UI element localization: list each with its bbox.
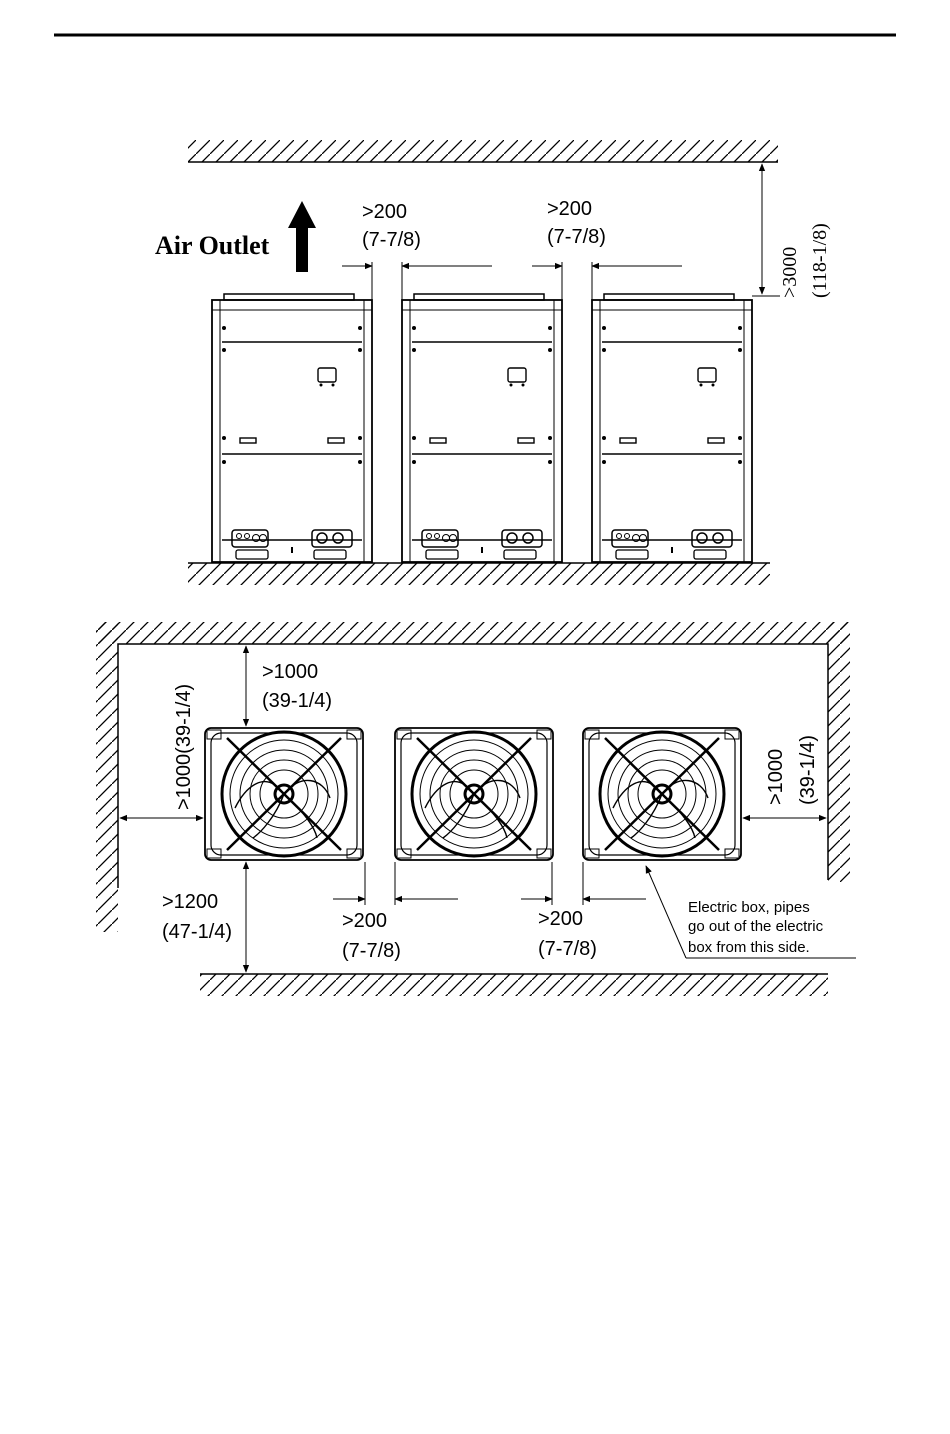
arrow-up-icon: [288, 201, 316, 272]
front-view: Air Outlet >200 (7-7/8) >200 (7-7/8) >30…: [155, 140, 831, 585]
electric-box-note-line2: go out of the electric: [688, 918, 824, 935]
air-outlet-label: Air Outlet: [155, 231, 270, 260]
top-clearance-inch: (118-1/8): [809, 223, 831, 298]
front-gap2-inch: (7-7/8): [547, 226, 606, 248]
fan-icon: [395, 728, 553, 860]
plan-left-value: >1000(39-1/4): [173, 684, 195, 810]
front-gap1-inch: (7-7/8): [362, 229, 421, 251]
fan-icon: [583, 728, 741, 860]
plan-gap2-value: >200: [538, 908, 583, 930]
front-gap1-value: >200: [362, 201, 407, 223]
plan-view: >1000 (39-1/4) >1000(39-1/4) >1000 (39-1…: [96, 622, 856, 996]
plan-top-inch: (39-1/4): [262, 690, 332, 712]
plan-top-value: >1000: [262, 661, 318, 683]
plan-right-inch: (39-1/4): [797, 735, 819, 805]
plan-bottom-value: >1200: [162, 891, 218, 913]
electric-box-note-line3: box from this side.: [688, 939, 810, 956]
fan-icon: [205, 728, 363, 860]
top-clearance-value: >3000: [779, 247, 801, 298]
plan-bottom-inch: (47-1/4): [162, 921, 232, 943]
plan-right-value: >1000: [765, 749, 787, 805]
plan-gap1-value: >200: [342, 910, 387, 932]
front-gap2-value: >200: [547, 198, 592, 220]
plan-gap2-inch: (7-7/8): [538, 938, 597, 960]
electric-box-note-line1: Electric box, pipes: [688, 899, 810, 916]
plan-gap1-inch: (7-7/8): [342, 940, 401, 962]
